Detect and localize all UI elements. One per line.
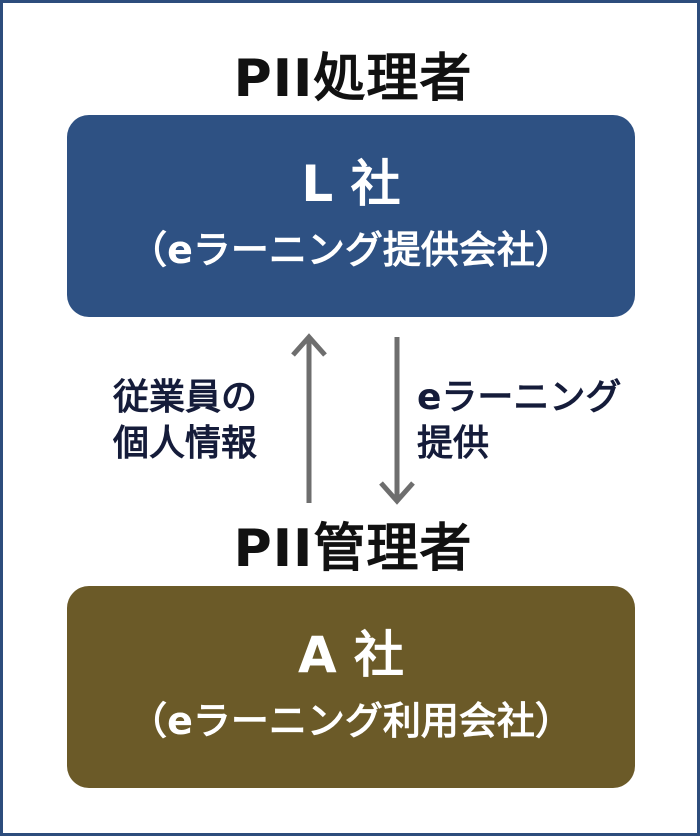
down-flow-label-line1: eラーニング	[417, 377, 622, 418]
controller-company-name: A 社	[297, 626, 405, 684]
up-arrow-icon	[291, 333, 327, 503]
up-flow-label-line2: 個人情報	[113, 423, 258, 464]
down-flow-label-line2: 提供	[417, 423, 490, 464]
up-flow-label-line1: 従業員の	[113, 377, 258, 418]
controller-company-box: A 社 （eラーニング利用会社）	[67, 586, 635, 788]
flow-arrows	[291, 333, 415, 505]
up-flow-label: 従業員の 個人情報	[113, 375, 257, 467]
down-flow-label: eラーニング 提供	[417, 375, 621, 467]
down-arrow-icon	[379, 337, 415, 505]
processor-company-name: L 社	[301, 155, 401, 213]
processor-company-box: L 社 （eラーニング提供会社）	[67, 115, 635, 317]
processor-company-desc: （eラーニング提供会社）	[129, 228, 573, 272]
controller-company-desc: （eラーニング利用会社）	[129, 699, 573, 743]
processor-role-title: PII処理者	[233, 49, 473, 109]
controller-role-title: PII管理者	[233, 519, 473, 579]
